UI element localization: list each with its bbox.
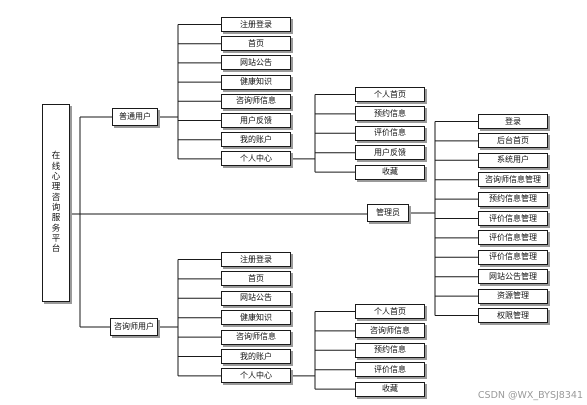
user-menu-item: 首页 — [221, 36, 291, 52]
admin-menu-item: 后台首页 — [478, 133, 548, 149]
branch-admin: 管理员 — [367, 204, 409, 222]
root-char: 线 — [51, 161, 61, 172]
root-char: 理 — [51, 182, 61, 193]
root-char: 平 — [51, 234, 61, 245]
user-center-item: 预约信息 — [355, 106, 425, 122]
admin-menu-item: 资源管理 — [478, 288, 548, 304]
counselor-center-item: 评价信息 — [355, 362, 425, 378]
root-char: 在 — [51, 151, 61, 162]
user-menu-item: 咨询师信息 — [221, 93, 291, 109]
root-char: 服 — [51, 213, 61, 224]
admin-menu-item: 登录 — [478, 114, 548, 129]
counselor-menu-item: 健康知识 — [221, 310, 291, 326]
admin-menu-item: 评价信息管理 — [478, 249, 548, 265]
counselor-menu-item: 个人中心 — [221, 368, 291, 384]
admin-menu-item: 权限管理 — [478, 308, 548, 323]
counselor-menu-item: 首页 — [221, 271, 291, 287]
counselor-center-item: 收藏 — [355, 381, 425, 397]
user-menu-item: 注册登录 — [221, 17, 291, 32]
user-center-item: 用户反馈 — [355, 145, 425, 161]
user-menu-item: 我的账户 — [221, 132, 291, 148]
admin-menu-item: 系统用户 — [478, 152, 548, 168]
counselor-center-item: 预约信息 — [355, 342, 425, 358]
root-char: 台 — [51, 244, 61, 255]
root-char: 务 — [51, 223, 61, 234]
admin-menu-item: 咨询师信息管理 — [478, 172, 548, 188]
counselor-menu-item: 咨询师信息 — [221, 329, 291, 345]
counselor-menu-item: 注册登录 — [221, 252, 291, 267]
user-center-item: 收藏 — [355, 164, 425, 180]
branch-user: 普通用户 — [112, 108, 158, 126]
user-center-item: 评价信息 — [355, 125, 425, 141]
admin-menu-item: 网站公告管理 — [478, 269, 548, 285]
counselor-center-item: 咨询师信息 — [355, 323, 425, 339]
user-menu-item: 个人中心 — [221, 151, 291, 167]
user-menu-item: 用户反馈 — [221, 113, 291, 128]
counselor-menu-item: 我的账户 — [221, 349, 291, 364]
counselor-menu-item: 网站公告 — [221, 290, 291, 306]
user-center-item: 个人首页 — [355, 87, 425, 102]
root-node: 在线心理咨询服务平台 — [42, 104, 70, 302]
watermark: CSDN @WX_BYSJ8341 — [477, 390, 583, 401]
admin-menu-item: 评价信息管理 — [478, 211, 548, 226]
admin-menu-item: 预约信息管理 — [478, 191, 548, 207]
root-char: 询 — [51, 203, 61, 213]
counselor-center-item: 个人首页 — [355, 304, 425, 319]
user-menu-item: 健康知识 — [221, 74, 291, 90]
root-char: 咨 — [51, 192, 61, 203]
user-menu-item: 网站公告 — [221, 55, 291, 71]
admin-menu-item: 评价信息管理 — [478, 230, 548, 246]
root-char: 心 — [51, 171, 61, 182]
branch-counselor: 咨询师用户 — [110, 318, 158, 336]
